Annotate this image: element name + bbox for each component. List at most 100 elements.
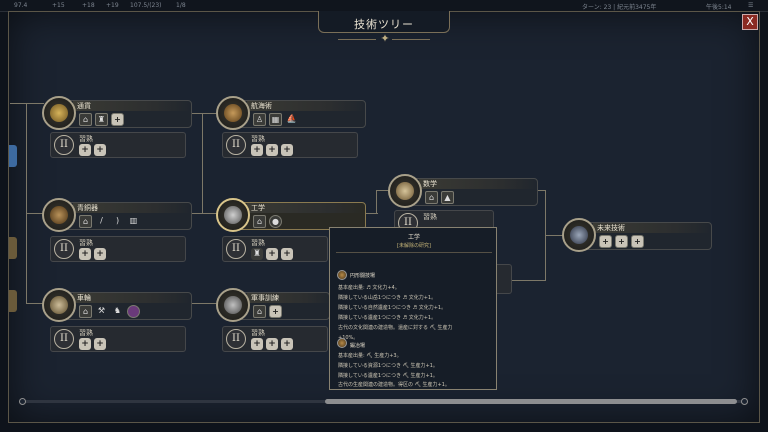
habit-navigation[interactable]: II 習熟 + + + <box>222 132 358 158</box>
plus-icon: + <box>94 144 106 156</box>
habit-the-wheel[interactable]: II 習熟 + + <box>50 326 186 352</box>
tech-bronze-working[interactable]: 青銅器 ⌂ / ) ▥ <box>42 198 194 232</box>
plus-icon: + <box>615 235 628 248</box>
plus-icon: + <box>281 248 293 260</box>
unit-icon: ♜ <box>95 113 108 126</box>
plus-icon: + <box>251 144 263 156</box>
tech-the-wheel[interactable]: 車輪 ⌂ ⚒ ♞ <box>42 288 194 322</box>
tooltip-status: [未解除の研究] <box>397 243 431 249</box>
plus-icon: + <box>599 235 612 248</box>
window-title: 技術ツリー <box>354 18 414 31</box>
effect-line: 隣接している山岳1つにつき ♬ 文化力+1。 <box>338 295 437 301</box>
connector <box>510 280 546 281</box>
wheel-icon <box>42 288 76 322</box>
mastery-icon: II <box>54 329 74 349</box>
plus-icon: + <box>79 338 91 350</box>
effect-line: 基本産出量: ⛏ 生産力+3。 <box>338 353 402 359</box>
mastery-icon: II <box>226 135 246 155</box>
connector <box>192 213 218 214</box>
tech-name: 車輪 <box>77 294 91 302</box>
building-icon: ⌂ <box>79 113 92 126</box>
tech-name: 青銅器 <box>77 204 98 212</box>
effect-line: 基本産出量: ♬ 文化力+4。 <box>338 285 400 291</box>
habit-currency[interactable]: II 習熟 + + <box>50 132 186 158</box>
settlements-count: 1/8 <box>176 2 186 9</box>
pillar-icon: ▥ <box>129 216 138 225</box>
mathematics-icon <box>388 174 422 208</box>
effect-line: +10%。 <box>338 335 359 341</box>
tech-name: 数学 <box>423 180 437 188</box>
connector <box>192 113 218 114</box>
connector <box>10 103 44 104</box>
tech-engineering[interactable]: 工学 ⌂ ● <box>216 198 368 232</box>
building-icon: ⌂ <box>253 305 266 318</box>
effect-line: 隣接している資源1つにつき ⛏ 生産力+1。 <box>338 363 438 369</box>
plus-icon: + <box>266 248 278 260</box>
plus-icon: + <box>111 113 124 126</box>
mastery-icon: II <box>226 239 246 259</box>
scroll-left-indicator-3[interactable] <box>9 290 17 312</box>
building-icon: ⌂ <box>79 215 92 228</box>
connector <box>366 213 378 214</box>
clock: 午後5:14 <box>706 4 732 11</box>
building-icon: ⌂ <box>425 191 438 204</box>
navigation-icon <box>216 96 250 130</box>
tech-military-training[interactable]: 軍事訓練 ⌂ + <box>216 288 332 322</box>
hammer-icon: ⚒ <box>97 306 106 315</box>
effect-line: 隣接している遺産1つにつき ♬ 文化力+1。 <box>338 315 437 321</box>
engineering-icon <box>216 198 250 232</box>
scroll-end-knob[interactable] <box>741 398 748 405</box>
chariot-icon: ♞ <box>113 306 122 315</box>
effect-line: 隣接している自然遺産1つにつき ♬ 文化力+1。 <box>338 305 447 311</box>
influence-yield: 107.5/(23) <box>130 2 162 9</box>
ornament-icon: ✦ <box>380 32 390 45</box>
mastery-icon: II <box>54 135 74 155</box>
effect-line: 古代の生産関連の建造物。得区の ⛏ 生産力+1。 <box>338 382 450 388</box>
spear-icon: / <box>100 216 103 225</box>
tech-name: 通貨 <box>77 102 91 110</box>
habit-military-training[interactable]: II 習熟 + + + <box>222 326 328 352</box>
connector <box>26 303 44 304</box>
plus-icon: + <box>269 305 282 318</box>
connector <box>192 303 218 304</box>
connector <box>202 113 203 213</box>
menu-icon[interactable]: ☰ <box>748 2 754 9</box>
turn-date: ターン: 23 | 紀元前3475年 <box>582 4 657 11</box>
bow-icon: ) <box>115 216 120 225</box>
tech-mathematics[interactable]: 数学 ⌂ ▲ <box>388 174 540 208</box>
plus-icon: + <box>94 248 106 260</box>
tech-name: 工学 <box>251 204 265 212</box>
connector <box>538 190 546 191</box>
bronze-working-icon <box>42 198 76 232</box>
habit-bronze-working[interactable]: II 習熟 + + <box>50 236 186 262</box>
scroll-left-indicator-2[interactable] <box>9 237 17 259</box>
habit-engineering[interactable]: II 習熟 ♜ + + <box>222 236 328 262</box>
gold-yield: +18 <box>82 2 95 9</box>
ship-icon: ⛵ <box>286 114 297 123</box>
culture-yield: +15 <box>52 2 65 9</box>
scroll-left-indicator[interactable] <box>9 145 17 167</box>
habit-label: 習熟 <box>79 135 93 143</box>
tech-currency[interactable]: 通貨 ⌂ ♜ + <box>42 96 194 130</box>
tech-tooltip: 工学 [未解除の研究] 円形闘技場 基本産出量: ♬ 文化力+4。 隣接している… <box>329 227 497 390</box>
plus-icon: + <box>79 144 91 156</box>
plus-icon: + <box>251 338 263 350</box>
mastery-icon: II <box>54 239 74 259</box>
tech-future-tech[interactable]: 未来技術 + + + <box>562 218 714 252</box>
resource-icon <box>127 305 140 318</box>
plus-icon: + <box>266 338 278 350</box>
currency-icon <box>42 96 76 130</box>
tech-navigation[interactable]: 航海術 ♙ ▦ ⛵ <box>216 96 368 130</box>
scrollbar-thumb[interactable] <box>325 399 737 404</box>
effect-line: 隣接している遺産1つにつき ⛏ 生産力+1。 <box>338 373 438 379</box>
tech-name: 軍事訓練 <box>251 294 279 302</box>
building-name: 円形闘技場 <box>350 273 376 279</box>
tooltip-title: 工学 <box>407 234 420 241</box>
plus-icon: + <box>266 144 278 156</box>
close-button[interactable]: X <box>742 14 758 30</box>
habit-label: 習熟 <box>251 135 265 143</box>
connector <box>376 190 377 214</box>
building-icon: ⌂ <box>253 215 266 228</box>
tech-name: 航海術 <box>251 102 272 110</box>
scroll-start-knob[interactable] <box>19 398 26 405</box>
